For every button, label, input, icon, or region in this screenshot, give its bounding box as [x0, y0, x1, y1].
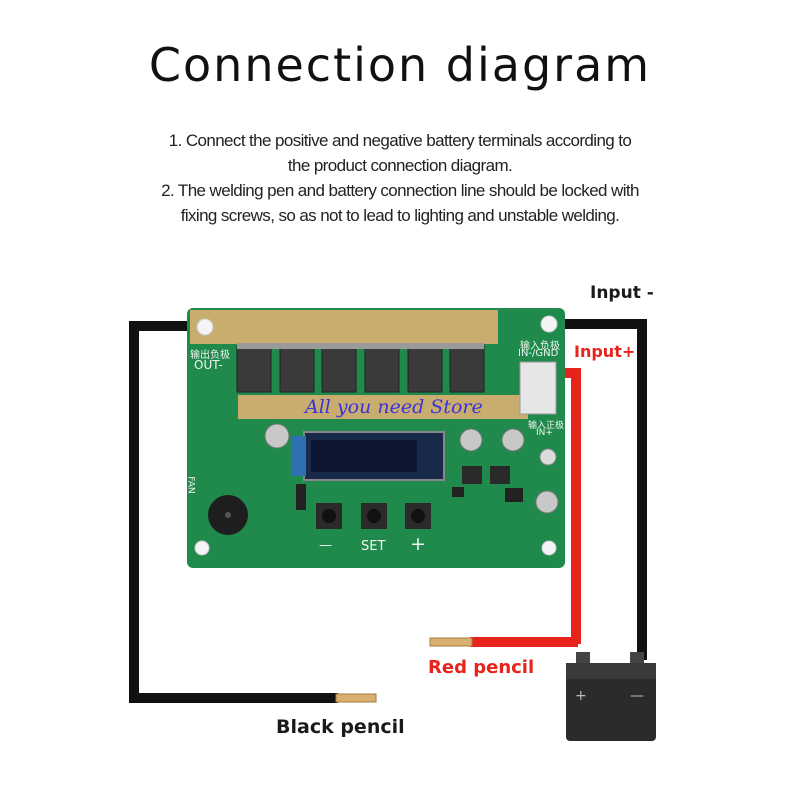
- store-watermark: All you need Store: [305, 396, 483, 418]
- instruction-line: the product connection diagram.: [287, 156, 513, 175]
- mosfet: [279, 345, 315, 393]
- mosfet: [321, 345, 357, 393]
- copper-bar-bottom: [238, 395, 528, 419]
- instructions: 1. Connect the positive and negative bat…: [90, 128, 710, 228]
- battery: [566, 652, 656, 741]
- input-terminal: [519, 361, 557, 415]
- mount-hole: [196, 318, 214, 336]
- in-pos-cn: 输入正极: [528, 421, 565, 431]
- capacitor: [264, 423, 290, 449]
- red-pencil-tip: [429, 637, 473, 647]
- out-label-cn: 输出负极: [190, 350, 230, 361]
- in-label: IN-/GND: [518, 348, 559, 359]
- input-negative-label: Input -: [590, 283, 654, 303]
- instruction-line: 1. Connect the positive and negative bat…: [168, 131, 632, 150]
- instruction-line: fixing screws, so as not to lead to ligh…: [180, 206, 620, 225]
- pin-header: [296, 484, 306, 510]
- page-title: Connection diagram: [148, 38, 652, 92]
- button-plus-label: +: [410, 533, 426, 555]
- inductor: [490, 466, 510, 484]
- instruction-line: 2. The welding pen and battery connectio…: [161, 181, 639, 200]
- battery-minus-label: —: [630, 688, 644, 704]
- push-buttons: [316, 503, 431, 529]
- battery-body: [566, 663, 656, 741]
- mosfet: [407, 345, 443, 393]
- red-pencil-label: Red pencil: [428, 657, 535, 678]
- button-set-label: SET: [361, 539, 386, 554]
- mount-hole: [540, 315, 558, 333]
- black-wire-out: [129, 321, 338, 703]
- chip: [505, 488, 523, 502]
- mosfet: [236, 345, 272, 393]
- copper-bar-top: [190, 310, 498, 344]
- in-label-cn: 输入负极: [520, 341, 560, 352]
- mosfet: [364, 345, 400, 393]
- input-positive-label: Input+: [574, 342, 636, 361]
- inductor: [462, 466, 482, 484]
- button-minus-label: —: [319, 538, 332, 553]
- capacitor: [535, 490, 559, 514]
- capacitor: [459, 428, 483, 452]
- black-pencil-tip: [335, 693, 377, 703]
- switch-knob: [539, 448, 557, 466]
- chip: [452, 487, 464, 497]
- mosfet: [449, 345, 485, 393]
- black-pencil-label: Black pencil: [276, 716, 405, 738]
- capacitor: [501, 428, 525, 452]
- battery-plus-label: +: [575, 688, 587, 704]
- black-wire-in: [552, 319, 647, 660]
- out-label: OUT-: [194, 358, 223, 372]
- mount-hole: [194, 540, 210, 556]
- mount-hole: [541, 540, 557, 556]
- mosfet-row: [236, 343, 485, 393]
- in-pos: IN+: [536, 428, 553, 438]
- fan-label: FAN: [185, 476, 196, 494]
